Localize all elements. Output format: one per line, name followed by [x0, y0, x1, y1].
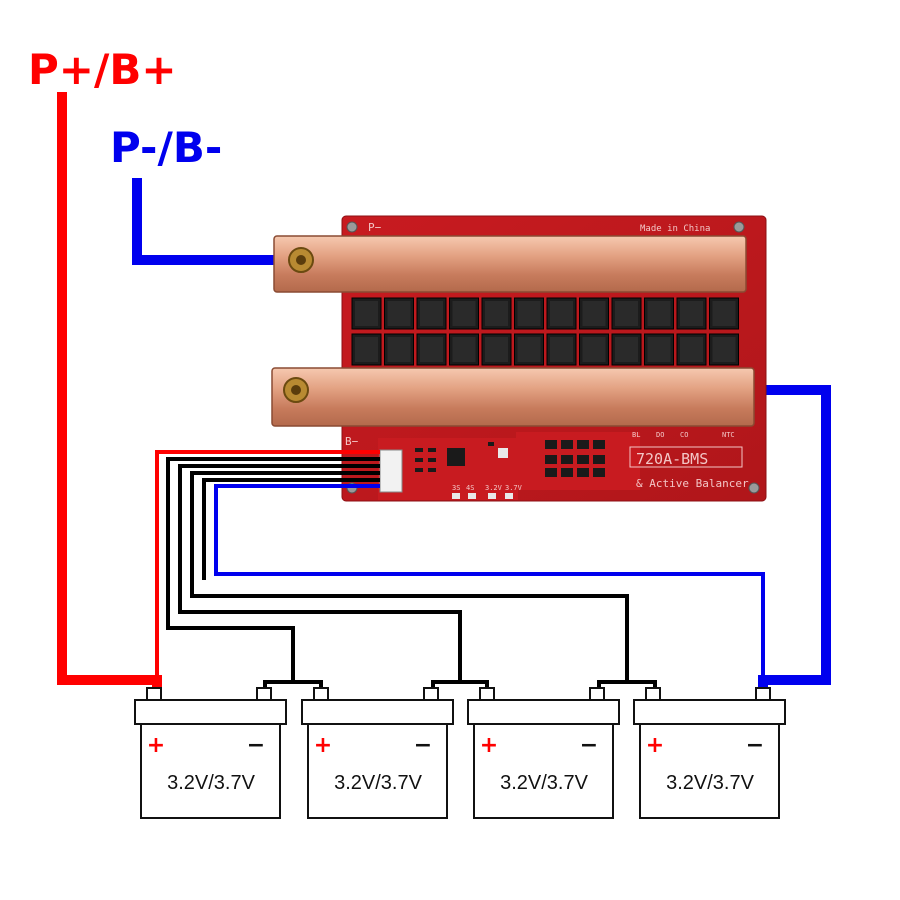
- battery-minus-sign: −: [580, 733, 598, 758]
- p-minus-b-minus-label: P-/B-: [110, 123, 222, 172]
- control-board: 3S 4S 3.2V 3.7V BL DO CO NTC 720A-BMS & …: [378, 431, 749, 500]
- battery-voltage: 3.2V/3.7V: [500, 772, 589, 794]
- silk-4s: 4S: [466, 484, 474, 492]
- battery-lid: [633, 699, 786, 725]
- p-minus-wire: [132, 178, 298, 265]
- battery: + − 3.2V/3.7V: [301, 687, 454, 819]
- active-balancer-label: & Active Balancer: [636, 477, 749, 490]
- battery-lid: [134, 699, 287, 725]
- battery-body: [473, 723, 614, 819]
- p-minus-busbar: [273, 235, 747, 293]
- model-label: 720A-BMS: [636, 450, 708, 468]
- battery-minus-sign: −: [414, 733, 432, 758]
- battery: + − 3.2V/3.7V: [134, 687, 287, 819]
- battery-plus-sign: +: [480, 733, 498, 758]
- b-minus-busbar: [271, 367, 755, 427]
- board-p-minus-silk: P−: [368, 221, 382, 234]
- board-made-in-china: Made in China: [640, 224, 710, 234]
- negative-terminal: [589, 687, 605, 701]
- battery-minus-sign: −: [247, 733, 265, 758]
- battery-row: +−3.2V/3.7V+−3.2V/3.7V+−3.2V/3.7V+−3.2V/…: [134, 687, 786, 819]
- negative-terminal: [423, 687, 439, 701]
- positive-terminal: [645, 687, 661, 701]
- balance-wire-1: [166, 457, 380, 690]
- battery-plus-sign: +: [646, 733, 664, 758]
- silk-3s: 3S: [452, 484, 460, 492]
- component-group: [415, 440, 605, 477]
- battery-voltage: 3.2V/3.7V: [666, 772, 755, 794]
- silk-3-7v: 3.7V: [505, 484, 523, 492]
- negative-terminal: [256, 687, 272, 701]
- battery: + − 3.2V/3.7V: [633, 687, 786, 819]
- silk-co: CO: [680, 431, 688, 439]
- battery-minus-sign: −: [746, 733, 764, 758]
- board-b-minus-silk: B−: [345, 435, 359, 448]
- battery-voltage: 3.2V/3.7V: [167, 772, 256, 794]
- positive-terminal: [479, 687, 495, 701]
- battery: + − 3.2V/3.7V: [467, 687, 620, 819]
- negative-terminal: [755, 687, 771, 701]
- model-text-box: [629, 446, 743, 468]
- balance-wire-3: [190, 471, 629, 690]
- battery-lid: [467, 699, 620, 725]
- battery-body: [307, 723, 448, 819]
- battery-body: [639, 723, 780, 819]
- silk-3-2v: 3.2V: [485, 484, 503, 492]
- mosfet-array: [351, 297, 739, 366]
- silk-ntc: NTC: [722, 431, 735, 439]
- positive-terminal: [313, 687, 329, 701]
- battery-body: [140, 723, 281, 819]
- positive-main-wire: [57, 92, 162, 690]
- p-plus-b-plus-label: P+/B+: [28, 45, 177, 94]
- positive-terminal: [146, 687, 162, 701]
- silk-do: DO: [656, 431, 664, 439]
- balance-wire-4: [202, 478, 380, 580]
- battery-plus-sign: +: [314, 733, 332, 758]
- battery-lid: [301, 699, 454, 725]
- battery-voltage: 3.2V/3.7V: [334, 772, 423, 794]
- balance-wire-2: [178, 464, 462, 690]
- balance-wire-blue: [214, 484, 765, 690]
- balance-wire-red: [155, 450, 380, 690]
- balance-connector: [379, 449, 403, 493]
- battery-plus-sign: +: [147, 733, 165, 758]
- silk-bl: BL: [632, 431, 640, 439]
